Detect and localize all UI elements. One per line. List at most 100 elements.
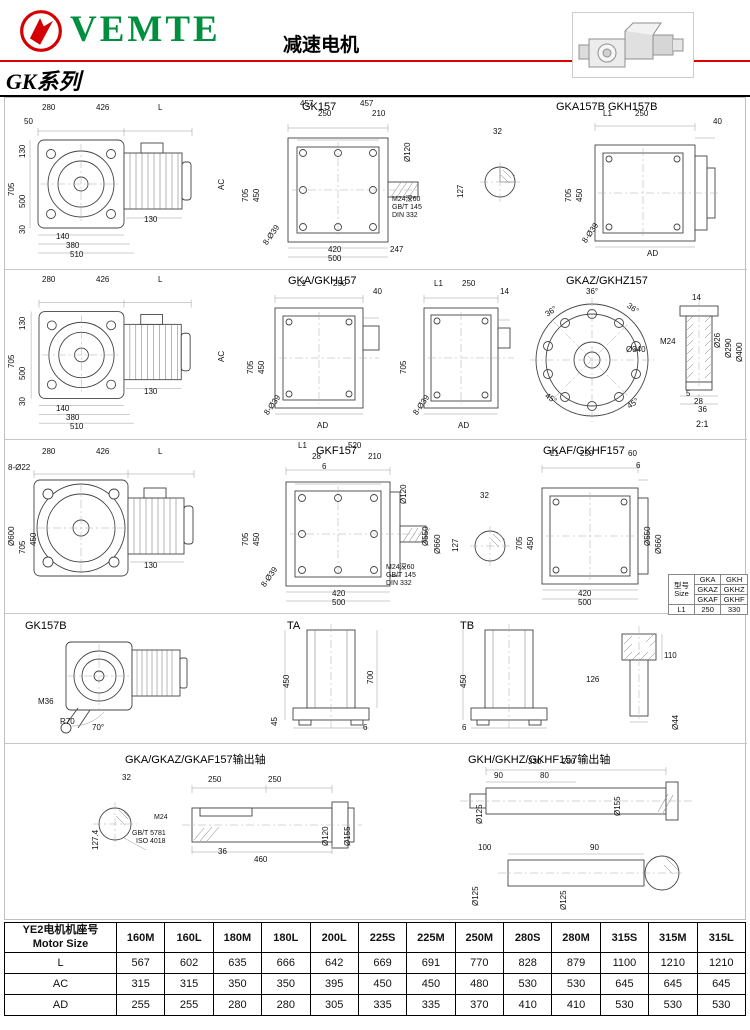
dimension-label: 705 bbox=[399, 360, 408, 374]
dimension-label: 450 bbox=[252, 532, 261, 546]
motor-size-column-header: 225S bbox=[357, 922, 408, 953]
dimension-label: Ø400 bbox=[735, 342, 744, 362]
dimension-label: 280 bbox=[42, 447, 56, 456]
motor-value-cell: 1210 bbox=[648, 952, 698, 974]
dimension-label: 6 bbox=[636, 461, 641, 470]
dimension-label: 500 bbox=[18, 366, 27, 380]
motor-size-column-header: 280M bbox=[551, 922, 601, 953]
dimension-label: 250 bbox=[208, 775, 222, 784]
dimension-label: 36 bbox=[698, 405, 707, 414]
housing-front-drawing bbox=[423, 295, 514, 415]
torque-arm-tb-drawing bbox=[462, 624, 548, 729]
dimension-label: 280 bbox=[42, 103, 56, 112]
motor-size-column-header: 280S bbox=[502, 922, 553, 953]
dimension-label: 250 bbox=[333, 279, 347, 288]
motor-value-cell: 335 bbox=[357, 994, 408, 1016]
motor-value-cell: 666 bbox=[261, 952, 311, 974]
motor-value-cell: 645 bbox=[599, 973, 650, 995]
dimension-label: R70 bbox=[60, 717, 75, 726]
motor-value-cell: 770 bbox=[454, 952, 505, 974]
motor-size-column-header: 315L bbox=[696, 922, 746, 953]
motor-size-column-header: 250M bbox=[454, 922, 505, 953]
motor-row-label: AD bbox=[4, 994, 117, 1016]
dimension-label: 90 bbox=[494, 771, 503, 780]
motor-size-column-header: 315M bbox=[648, 922, 698, 953]
panel-title-ta: TA bbox=[287, 620, 301, 632]
housing-front-drawing bbox=[274, 295, 380, 415]
dimension-label: L1 bbox=[434, 279, 443, 288]
dimension-label: AC bbox=[217, 350, 226, 362]
motor-value-cell: 305 bbox=[309, 994, 359, 1016]
drawing-area-frame bbox=[4, 97, 747, 920]
size-table-cell: GKAZ bbox=[693, 584, 722, 595]
dimension-label: Ø340 bbox=[626, 345, 646, 354]
motor-value-cell: 1210 bbox=[696, 952, 746, 974]
dimension-label: 426 bbox=[96, 447, 110, 456]
dimension-label: 28 bbox=[312, 452, 321, 461]
motor-value-cell: 602 bbox=[164, 952, 214, 974]
gk157b-side-drawing bbox=[60, 641, 188, 734]
dimension-label: Ø120 bbox=[399, 484, 408, 504]
dimension-label: 500 bbox=[578, 598, 592, 607]
dimension-label: 127 bbox=[456, 184, 465, 198]
dimension-label: M36 bbox=[38, 697, 54, 706]
dimension-label: 210 bbox=[372, 109, 386, 118]
dimension-label: 130 bbox=[144, 215, 158, 224]
motor-value-cell: 255 bbox=[115, 994, 166, 1016]
dimension-label: 126 bbox=[586, 675, 600, 684]
size-table-cell: GKA bbox=[693, 574, 722, 585]
motor-size-column-header: 160M bbox=[115, 922, 166, 953]
dimension-label: 420 bbox=[578, 589, 592, 598]
dimension-label: 500 bbox=[18, 194, 27, 208]
dimension-label: GB/T 145 bbox=[392, 204, 422, 211]
dimension-label: L1 bbox=[297, 279, 306, 288]
motor-value-cell: 280 bbox=[212, 994, 263, 1016]
dimension-label: 700 bbox=[366, 670, 375, 684]
b-version-drawing bbox=[480, 123, 718, 248]
dimension-label: 510 bbox=[70, 422, 84, 431]
dimension-label: 30 bbox=[18, 397, 27, 406]
product-photo bbox=[572, 12, 694, 78]
dimension-label: AD bbox=[458, 421, 470, 430]
dimension-label: 127.4 bbox=[91, 829, 100, 850]
dimension-label: 705 bbox=[564, 188, 573, 202]
dimension-label: L bbox=[158, 275, 163, 284]
dimension-label: 510 bbox=[70, 250, 84, 259]
motor-value-cell: 567 bbox=[115, 952, 166, 974]
motor-value-cell: 335 bbox=[406, 994, 456, 1016]
dimension-label: 460 bbox=[254, 855, 268, 864]
dimension-label: 426 bbox=[96, 103, 110, 112]
size-table-cell: GKHF bbox=[720, 594, 748, 605]
dimension-label: L bbox=[158, 103, 163, 112]
round-flange-drawing bbox=[530, 298, 654, 422]
panel-title-gkaz-gkhz157: GKAZ/GKHZ157 bbox=[566, 275, 648, 287]
dimension-label: 280 bbox=[42, 275, 56, 284]
size-table-cell: L1 bbox=[668, 604, 695, 615]
dimension-label: 426 bbox=[96, 275, 110, 284]
dimension-label: Ø550 bbox=[643, 526, 652, 546]
panel-title-gka157b-gkh157b: GKA157B GKH157B bbox=[556, 101, 658, 113]
dimension-label: L1 bbox=[550, 449, 559, 458]
motor-value-cell: 255 bbox=[164, 994, 214, 1016]
torque-arm-ta-drawing bbox=[284, 624, 378, 729]
dimension-label: 450 bbox=[526, 536, 535, 550]
bushing-detail-drawing bbox=[621, 626, 663, 723]
dimension-label: 130 bbox=[18, 144, 27, 158]
motor-value-cell: 410 bbox=[551, 994, 601, 1016]
dimension-label: 705 bbox=[7, 354, 16, 368]
motor-value-cell: 1100 bbox=[599, 952, 650, 974]
dimension-label: Ø660 bbox=[433, 534, 442, 554]
motor-value-cell: 410 bbox=[502, 994, 553, 1016]
dimension-label: 32 bbox=[480, 491, 489, 500]
motor-table-corner-line2: Motor Size bbox=[32, 937, 89, 950]
row-divider bbox=[5, 613, 747, 614]
panel-title-gk157: GK157 bbox=[302, 101, 337, 113]
